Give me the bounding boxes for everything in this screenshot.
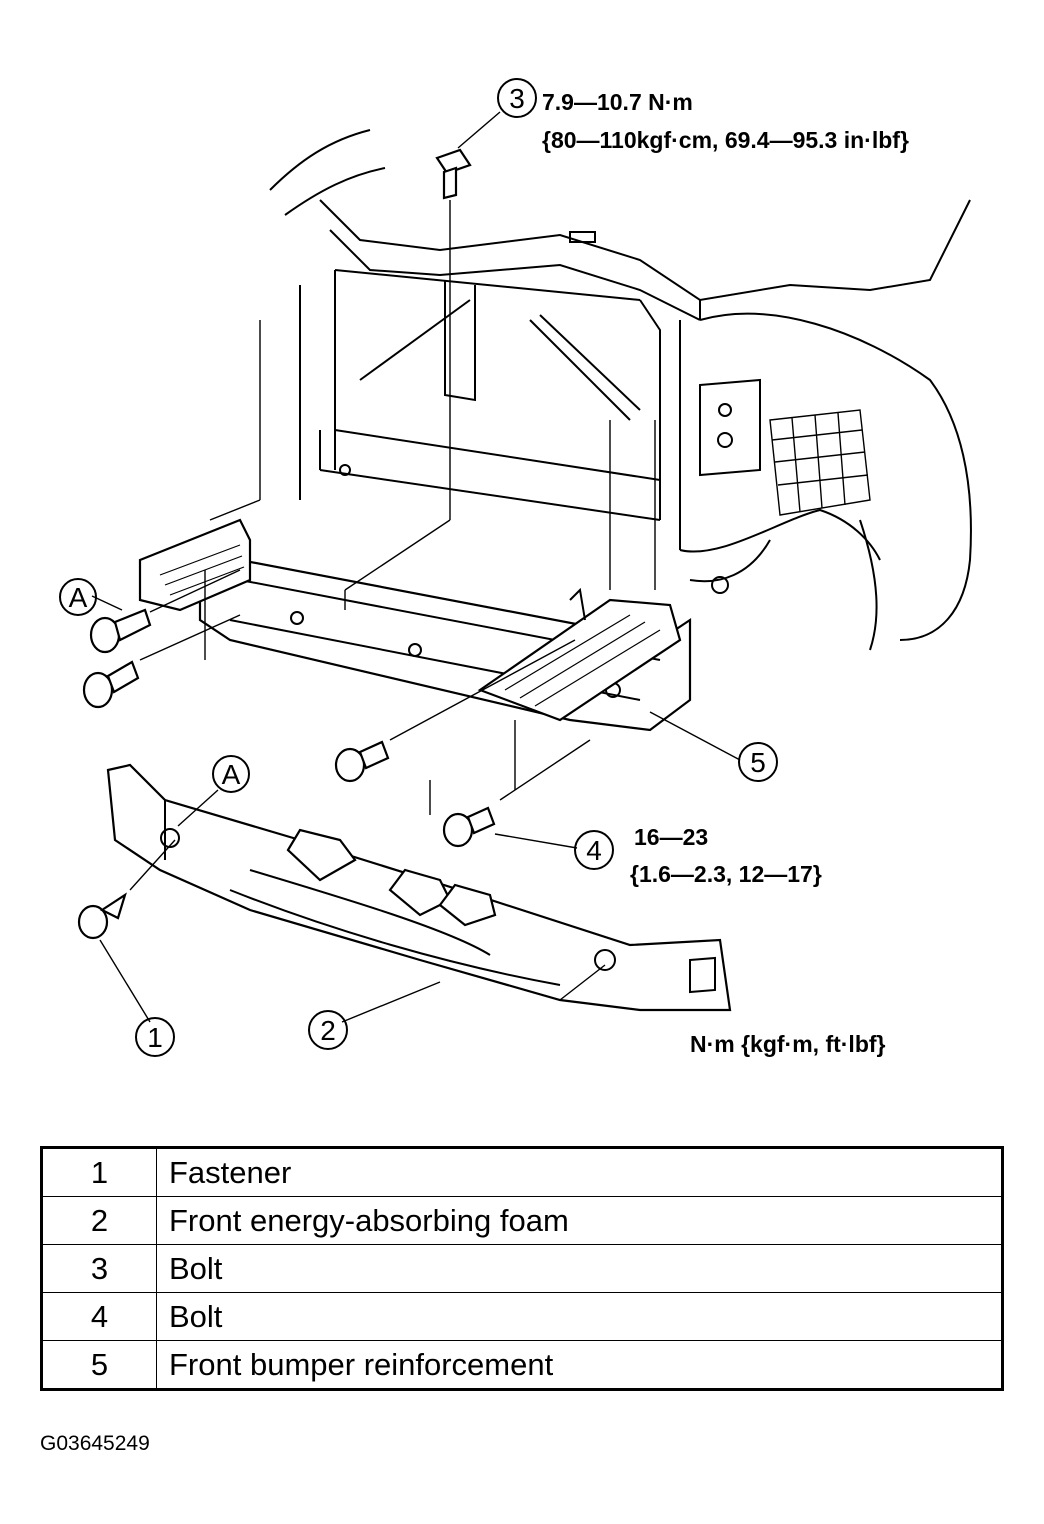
fastener-1 [77, 892, 127, 940]
front-energy-absorbing-foam [106, 763, 732, 1012]
bolt-3-top [435, 148, 472, 200]
part-name: Bolt [156, 1244, 1003, 1293]
bolt-left-lower [82, 660, 140, 709]
part-number: 4 [41, 1292, 157, 1341]
bolt4-torque-nm: 16—23 [634, 824, 708, 850]
table-row: 2 Front energy-absorbing foam [41, 1196, 1003, 1245]
vehicle-front-structure [269, 129, 972, 651]
part-name: Bolt [156, 1292, 1003, 1341]
callout-4: 4 [574, 830, 614, 870]
bolt-center-lower [334, 740, 390, 783]
callout-2: 2 [308, 1010, 348, 1050]
svg-text:5: 5 [750, 747, 766, 778]
front-bumper-reinforcement [138, 518, 692, 732]
part-name: Fastener [156, 1147, 1003, 1197]
splash-shield-grid [769, 409, 871, 516]
table-row: 1 Fastener [41, 1147, 1003, 1197]
bolt3-torque-nm: 7.9—10.7 N·m [542, 89, 693, 115]
svg-text:3: 3 [509, 83, 525, 114]
svg-text:A: A [222, 759, 241, 790]
callout-3: 3 [497, 78, 537, 118]
leader-lines [91, 111, 741, 1023]
figure-id: G03645249 [40, 1432, 150, 1455]
part-number: 2 [41, 1196, 157, 1245]
part-number: 3 [41, 1244, 157, 1293]
svg-text:1: 1 [147, 1022, 163, 1053]
table-row: 3 Bolt [41, 1244, 1003, 1293]
callout-a-left: A [59, 578, 97, 616]
part-number: 5 [41, 1340, 157, 1390]
table-row: 4 Bolt [41, 1292, 1003, 1341]
bolt-4 [442, 806, 496, 848]
callout-a-foam: A [212, 755, 250, 793]
left-bracket-hatching [159, 544, 245, 596]
exploded-view-diagram: 3 4 5 1 2 A A 7.9—10.7 N·m {80—110kgf·cm… [59, 78, 972, 1057]
part-number: 1 [41, 1147, 157, 1197]
svg-text:A: A [69, 582, 88, 613]
torque-units-legend: N·m {kgf·m, ft·lbf} [690, 1031, 886, 1057]
part-name: Front energy-absorbing foam [156, 1196, 1003, 1245]
bolt-left-upper [89, 608, 152, 654]
bolt4-torque-alt-units: {1.6—2.3, 12—17} [630, 861, 822, 887]
svg-text:4: 4 [586, 835, 602, 866]
table-row: 5 Front bumper reinforcement [41, 1340, 1003, 1390]
right-bracket-hatching [504, 614, 661, 707]
bolt3-torque-alt-units: {80—110kgf·cm, 69.4—95.3 in·lbf} [542, 127, 909, 153]
parts-legend-table: 1 Fastener 2 Front energy-absorbing foam… [40, 1146, 1004, 1391]
part-name: Front bumper reinforcement [156, 1340, 1003, 1390]
callout-1: 1 [135, 1017, 175, 1057]
svg-text:2: 2 [320, 1015, 336, 1046]
callout-5: 5 [738, 742, 778, 782]
